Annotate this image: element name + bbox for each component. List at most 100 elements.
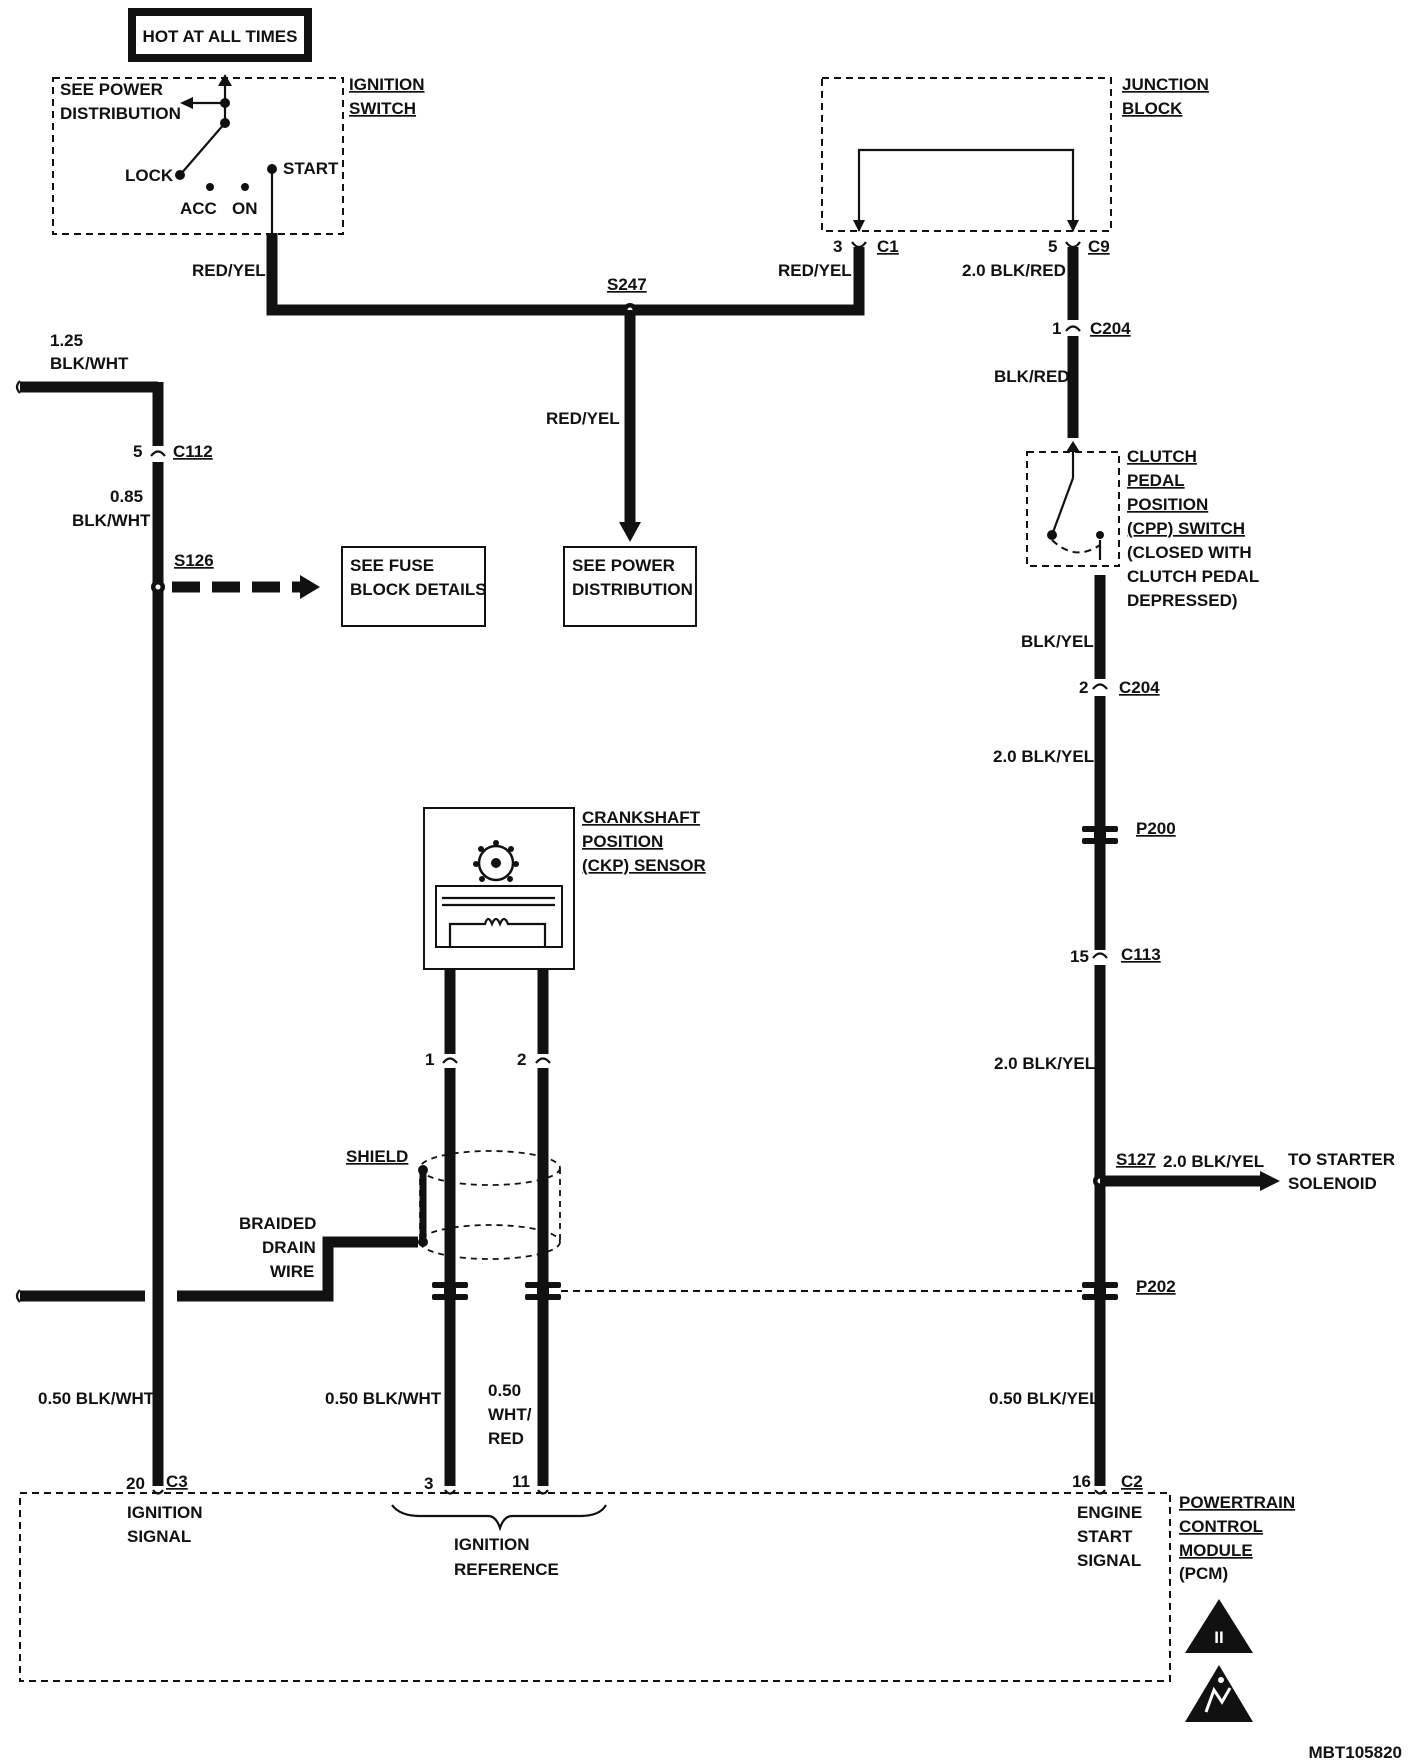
c112-pin: 5 bbox=[133, 442, 142, 461]
see-power-distribution-1: SEE POWER bbox=[60, 80, 163, 99]
c9-label: C9 bbox=[1088, 237, 1110, 256]
lock-label: LOCK bbox=[125, 166, 174, 185]
arrow-to-fuse-block bbox=[300, 575, 320, 599]
engine-start-1: ENGINE bbox=[1077, 1503, 1142, 1522]
ignition-signal-2: SIGNAL bbox=[127, 1527, 191, 1546]
blk-yel-20-label-a: 2.0 BLK/YEL bbox=[993, 747, 1094, 766]
pcm-title-3: MODULE bbox=[1179, 1541, 1253, 1560]
blk-wht-050-label-ckp: 0.50 BLK/WHT bbox=[325, 1389, 442, 1408]
blk-wht-085-label-2: BLK/WHT bbox=[72, 511, 151, 530]
ckp-title-2: POSITION bbox=[582, 832, 663, 851]
c2-pin: 16 bbox=[1072, 1472, 1091, 1491]
cpp-switch-box bbox=[1026, 451, 1120, 567]
red-yel-label-vertical: RED/YEL bbox=[546, 409, 620, 428]
drain-label-1: BRAIDED bbox=[239, 1214, 316, 1233]
p202-pass-through-ckp-2 bbox=[525, 1282, 561, 1300]
p200-label: P200 bbox=[1136, 819, 1176, 838]
drain-label-2: DRAIN bbox=[262, 1238, 316, 1257]
blk-wht-125-label-2: BLK/WHT bbox=[50, 354, 129, 373]
ignition-reference-2: REFERENCE bbox=[454, 1560, 559, 1579]
cpp-note-2: CLUTCH PEDAL bbox=[1127, 567, 1259, 586]
junction-block-bus bbox=[853, 148, 1079, 232]
see-power-distribution-box-2: DISTRIBUTION bbox=[572, 580, 693, 599]
ignition-switch-title-2: SWITCH bbox=[349, 99, 416, 118]
to-starter-2: SOLENOID bbox=[1288, 1174, 1377, 1193]
see-fuse-box-2: BLOCK DETAILS bbox=[350, 580, 487, 599]
ignition-reference-1: IGNITION bbox=[454, 1535, 530, 1554]
blk-wht-085-label-1: 0.85 bbox=[110, 487, 143, 506]
c9-pin: 5 bbox=[1048, 237, 1057, 256]
ckp-sensor-box bbox=[423, 807, 575, 970]
ckp-connector-pin-1 bbox=[442, 1057, 458, 1064]
blk-red-label: BLK/RED bbox=[994, 367, 1070, 386]
blk-yel-050-label: 0.50 BLK/YEL bbox=[989, 1389, 1100, 1408]
ignition-switch-box bbox=[52, 77, 344, 235]
pcm-box bbox=[19, 1492, 1171, 1682]
ignition-reference-brace bbox=[391, 1504, 607, 1532]
cpp-note-3: DEPRESSED) bbox=[1127, 591, 1238, 610]
see-power-distribution-box bbox=[563, 546, 697, 627]
esd-sensitive-icon bbox=[1185, 1665, 1253, 1722]
engine-start-3: SIGNAL bbox=[1077, 1551, 1141, 1570]
wht-red-label-1: 0.50 bbox=[488, 1381, 521, 1400]
wht-red-label-2: WHT/ bbox=[488, 1405, 532, 1424]
c113-pin: 15 bbox=[1070, 947, 1089, 966]
pcm-title-1: POWERTRAIN bbox=[1179, 1493, 1295, 1512]
ign-ref-pin-3: 3 bbox=[424, 1474, 433, 1493]
blk-wht-125-label-1: 1.25 bbox=[50, 331, 83, 350]
cpp-title-3: POSITION bbox=[1127, 495, 1208, 514]
warning-mark: II bbox=[1214, 1628, 1223, 1647]
hot-at-all-times-label: HOT AT ALL TIMES bbox=[143, 27, 298, 46]
c3-pin: 20 bbox=[126, 1474, 145, 1493]
arrow-to-starter bbox=[1260, 1171, 1280, 1191]
c204-upper-connector bbox=[1065, 325, 1081, 332]
wht-red-label-3: RED bbox=[488, 1429, 524, 1448]
cpp-title-2: PEDAL bbox=[1127, 471, 1185, 490]
ckp-connector-pin-2 bbox=[535, 1057, 551, 1064]
warning-triangle-icon: II bbox=[1185, 1599, 1253, 1653]
blk-red-20-label: 2.0 BLK/RED bbox=[962, 261, 1066, 280]
figure-id: MBT105820 bbox=[1308, 1743, 1402, 1762]
blk-wht-050-label-left: 0.50 BLK/WHT bbox=[38, 1389, 155, 1408]
c113-connector bbox=[1092, 952, 1108, 959]
ckp-title-3: (CKP) SENSOR bbox=[582, 856, 706, 875]
engine-start-2: START bbox=[1077, 1527, 1133, 1546]
c1-pin: 3 bbox=[833, 237, 842, 256]
c1-label: C1 bbox=[877, 237, 899, 256]
braided-drain-wire bbox=[177, 1236, 418, 1302]
see-power-distribution-2: DISTRIBUTION bbox=[60, 104, 181, 123]
see-fuse-box-1: SEE FUSE bbox=[350, 556, 434, 575]
junction-block-title-2: BLOCK bbox=[1122, 99, 1183, 118]
c204-pin-1: 1 bbox=[1052, 319, 1061, 338]
pcm-title-2: CONTROL bbox=[1179, 1517, 1263, 1536]
s247-label: S247 bbox=[607, 275, 647, 294]
see-power-distribution-box-1: SEE POWER bbox=[572, 556, 675, 575]
c204-label-upper: C204 bbox=[1090, 319, 1131, 338]
blk-yel-20-label-b: 2.0 BLK/YEL bbox=[994, 1054, 1095, 1073]
blk-yel-label: BLK/YEL bbox=[1021, 632, 1094, 651]
arrow-to-power-distribution bbox=[619, 522, 641, 542]
ckp-title-1: CRANKSHAFT bbox=[582, 808, 701, 827]
ckp-pin-2: 2 bbox=[517, 1050, 526, 1069]
ckp-pin-1: 1 bbox=[425, 1050, 434, 1069]
to-starter-1: TO STARTER bbox=[1288, 1150, 1395, 1169]
ignition-switch-mechanism bbox=[175, 74, 277, 233]
cpp-note-1: (CLOSED WITH bbox=[1127, 543, 1252, 562]
pcm-title-4: (PCM) bbox=[1179, 1564, 1228, 1583]
p202-label: P202 bbox=[1136, 1277, 1176, 1296]
cpp-switch-contacts bbox=[1047, 441, 1104, 560]
see-fuse-block-box bbox=[341, 546, 486, 627]
acc-label: ACC bbox=[180, 199, 217, 218]
c112-connector bbox=[150, 450, 166, 457]
cpp-title-1: CLUTCH bbox=[1127, 447, 1197, 466]
cpp-title-4: (CPP) SWITCH bbox=[1127, 519, 1245, 538]
red-yel-label-c1: RED/YEL bbox=[778, 261, 852, 280]
p200-pass-through bbox=[1082, 826, 1118, 844]
c2-label: C2 bbox=[1121, 1472, 1143, 1491]
c112-label: C112 bbox=[173, 442, 213, 461]
c9-connector bbox=[1065, 241, 1081, 249]
s127-label: S127 bbox=[1116, 1150, 1156, 1169]
c3-label: C3 bbox=[166, 1472, 188, 1491]
start-label: START bbox=[283, 159, 339, 178]
c204-label-lower: C204 bbox=[1119, 678, 1160, 697]
